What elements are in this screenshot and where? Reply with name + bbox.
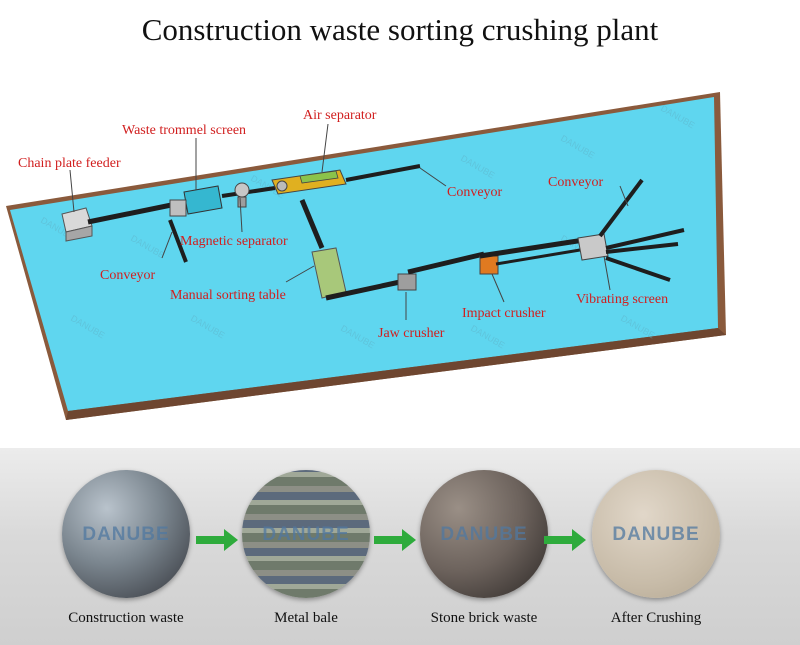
label-manual-sorting-table: Manual sorting table [170, 288, 286, 303]
stage-metal-bale: DANUBE Metal bale [236, 470, 376, 627]
conveyor-right-belt [598, 178, 644, 238]
stage-stone-brick-waste: DANUBE Stone brick waste [414, 470, 554, 627]
after-crushing-photo: DANUBE [592, 470, 720, 598]
stage-construction-waste: DANUBE Construction waste [56, 470, 196, 627]
sorting-to-jaw-conveyor [325, 279, 401, 301]
brand-watermark: DANUBE [440, 524, 528, 545]
flow-arrow-icon [196, 529, 238, 551]
metal-bale-photo: DANUBE [242, 470, 370, 598]
flow-arrow-icon [544, 529, 586, 551]
platform-top [10, 97, 718, 411]
brand-watermark: DANUBE [612, 524, 700, 545]
label-air-separator: Air separator [303, 108, 377, 123]
impact-to-screen-conveyor [479, 237, 585, 259]
plant-layout: DANUBE DANUBE DANUBE DANUBE DANUBE DANUB… [6, 92, 726, 420]
brand-watermark: DANUBE [82, 524, 170, 545]
label-impact-crusher: Impact crusher [462, 306, 546, 321]
flow-arrow-icon [374, 529, 416, 551]
label-waste-trommel-screen: Waste trommel screen [122, 123, 246, 138]
air-to-sorting-conveyor [299, 199, 325, 249]
stage-caption: Construction waste [68, 610, 184, 626]
stage-caption: Metal bale [274, 610, 338, 626]
jaw-to-impact-conveyor [407, 251, 485, 275]
label-vibrating-screen: Vibrating screen [576, 292, 668, 307]
screen-output-conveyor [605, 242, 679, 254]
construction-waste-photo: DANUBE [62, 470, 190, 598]
label-conveyor-left: Conveyor [100, 268, 156, 283]
impact-crusher [479, 255, 499, 275]
magnetic-separator [234, 182, 250, 208]
label-magnetic-separator: Magnetic separator [180, 234, 288, 249]
label-conveyor-top: Conveyor [447, 185, 503, 200]
conveyor-left-belt [168, 219, 188, 263]
label-jaw-crusher: Jaw crusher [378, 326, 445, 341]
screen-output-conveyor [605, 256, 671, 282]
stage-after-crushing: DANUBE After Crushing [586, 470, 726, 627]
return-conveyor [495, 248, 581, 266]
label-conveyor-right: Conveyor [548, 175, 604, 190]
platform-front-edge [66, 328, 726, 420]
label-chain-plate-feeder: Chain plate feeder [18, 156, 121, 171]
stage-caption: Stone brick waste [430, 610, 538, 626]
jaw-crusher [397, 273, 417, 291]
stone-brick-waste-photo: DANUBE [420, 470, 548, 598]
leader-lines [69, 123, 629, 320]
conveyor-top-belt [345, 164, 421, 182]
stage-caption: After Crushing [610, 610, 702, 626]
page-title: Construction waste sorting crushing plan… [141, 12, 659, 47]
waste-trommel-screen [169, 185, 223, 217]
brand-watermark: DANUBE [262, 524, 350, 545]
air-separator [271, 169, 347, 195]
vibrating-screen [577, 233, 609, 261]
screen-output-conveyor [605, 228, 685, 250]
chain-plate-feeder [61, 207, 93, 242]
